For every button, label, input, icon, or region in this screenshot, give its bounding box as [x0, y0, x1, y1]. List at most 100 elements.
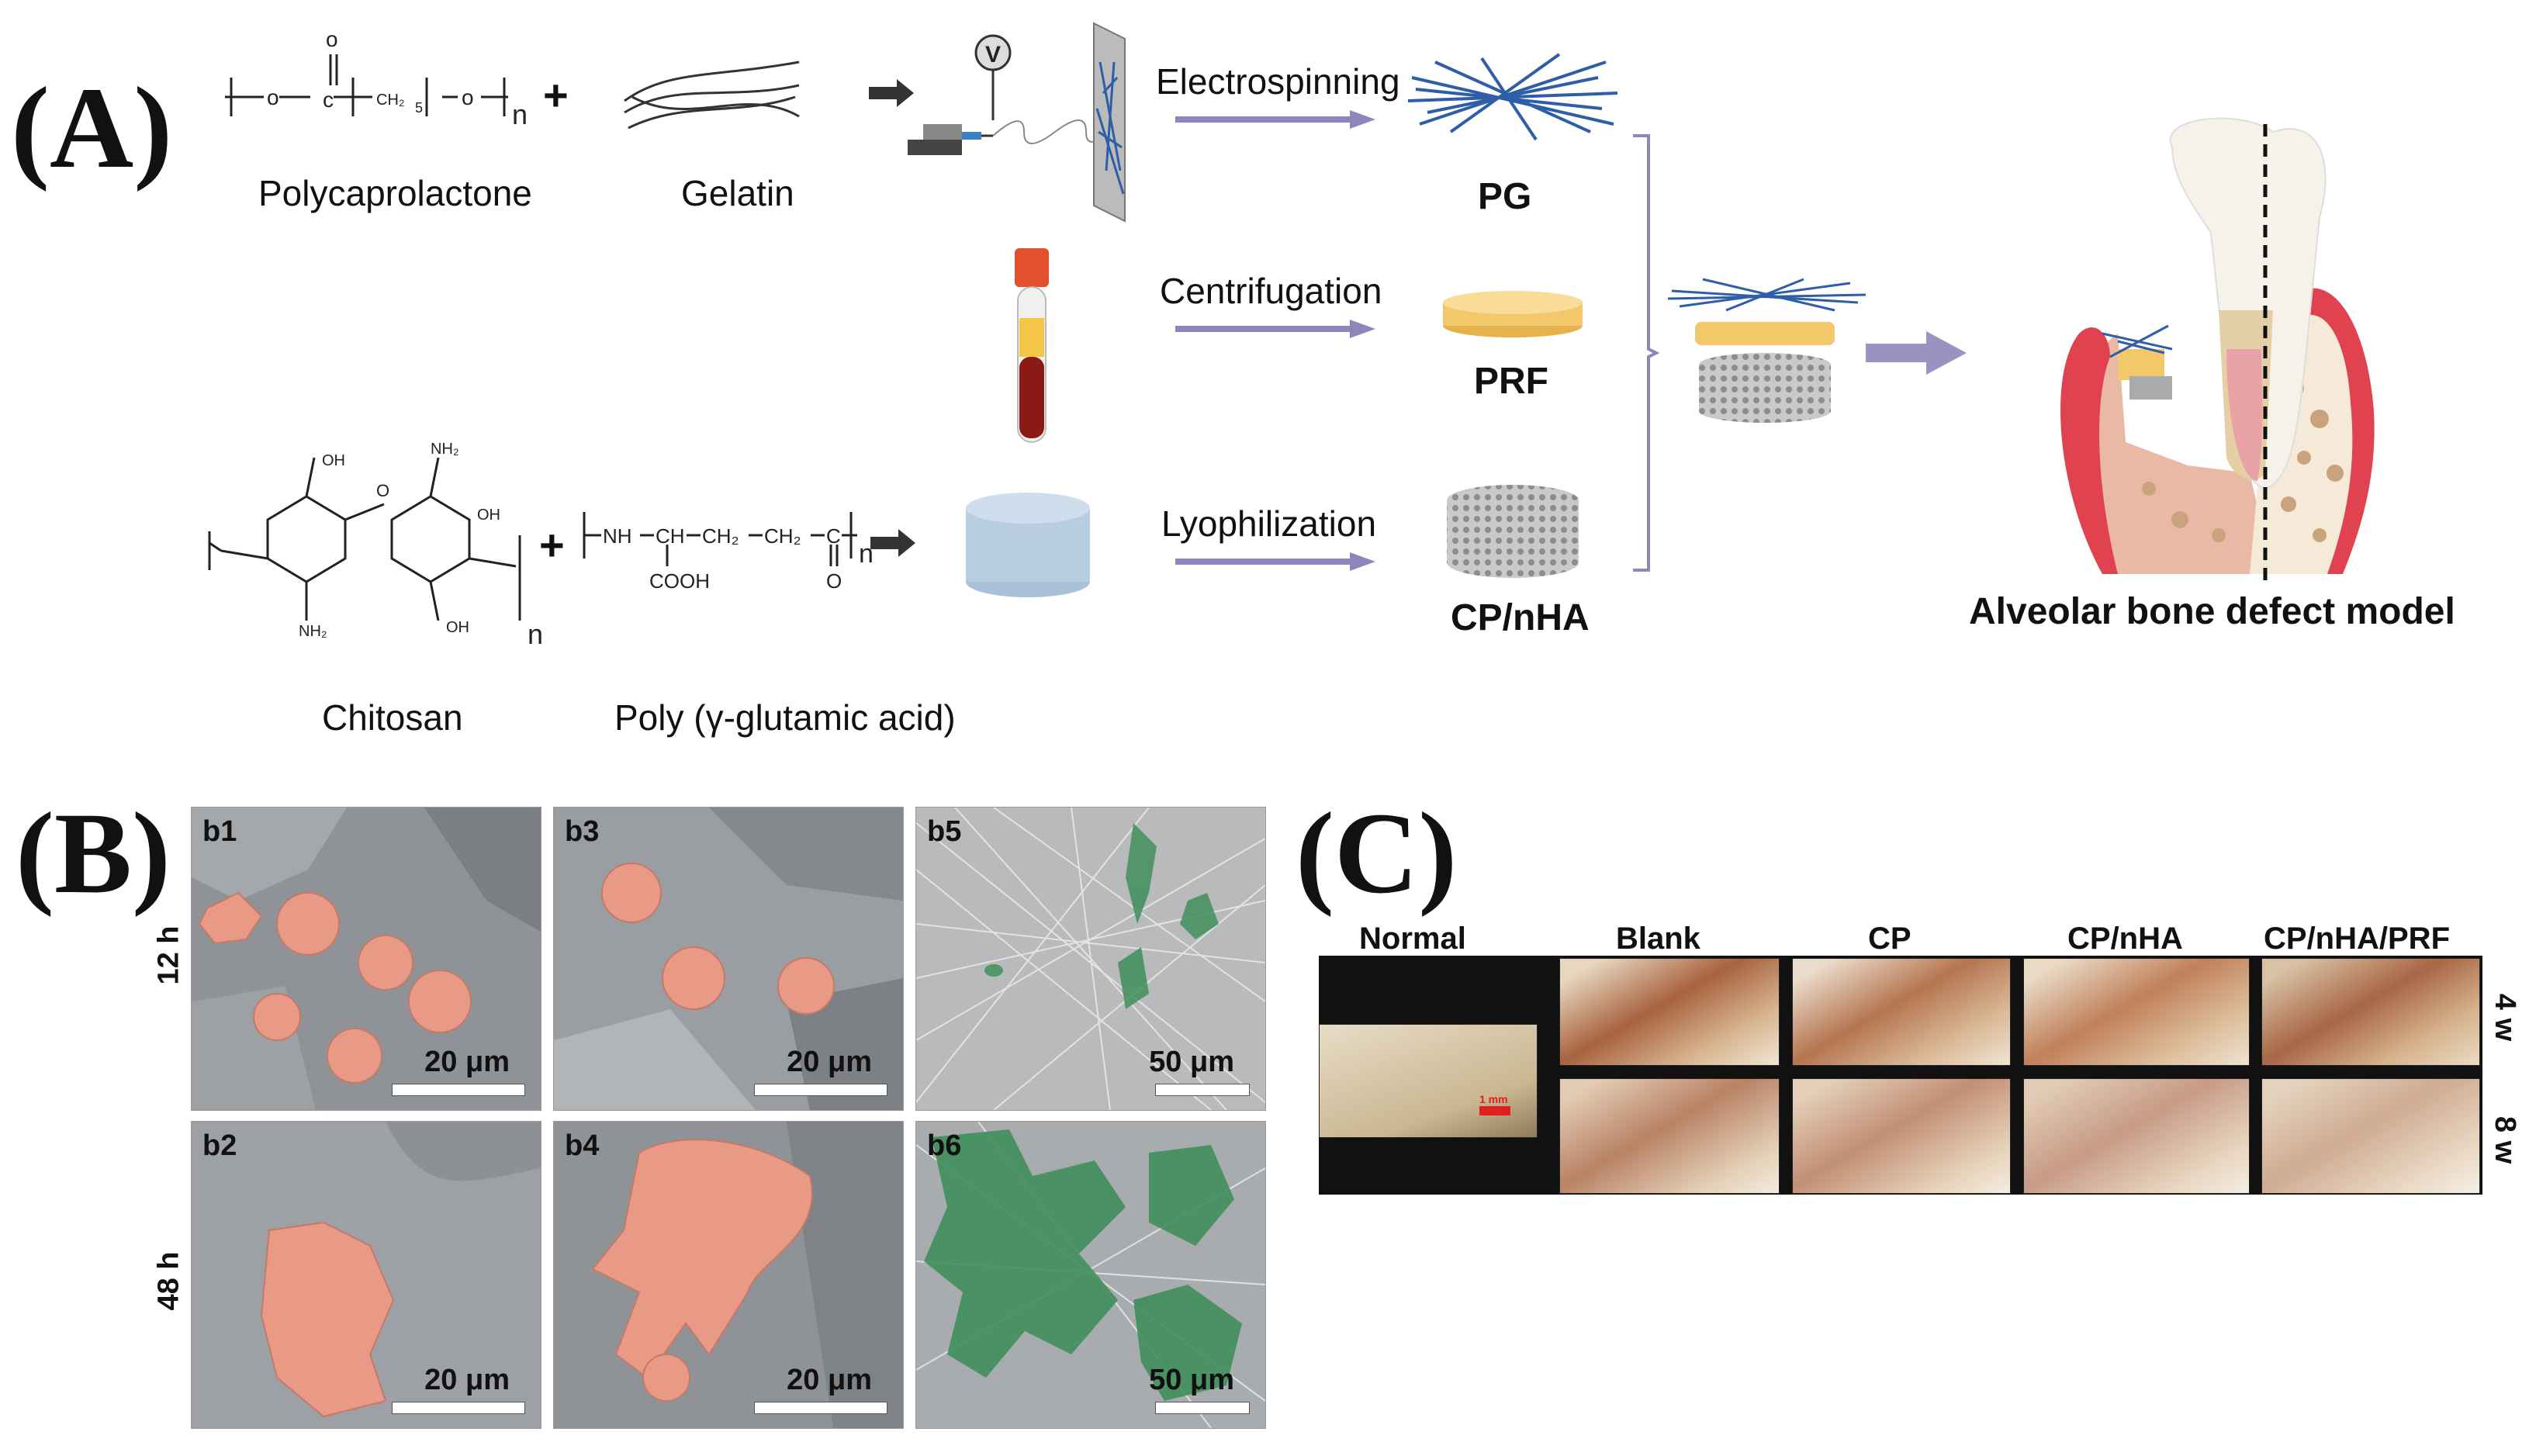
svg-text:OH: OH [477, 507, 500, 524]
svg-text:c: c [323, 88, 334, 112]
sem-image-b2: b2 20 μm [191, 1121, 541, 1429]
pgga-ch: CH [656, 524, 685, 548]
composite-scaffold-icon [1667, 278, 1866, 423]
pgga-ch2-b: CH₂ [764, 524, 801, 548]
scale-bar-b5 [1155, 1084, 1250, 1096]
svg-text:OH: OH [446, 619, 469, 636]
blood-tube-icon [1015, 248, 1049, 443]
process-arrow-1 [1175, 110, 1375, 129]
sem-image-b4: b4 20 μm [553, 1121, 904, 1429]
panel-c-label: (C) [1296, 789, 1458, 918]
pgga-repeat-n: n [859, 539, 873, 569]
pgga-cooh: COOH [649, 569, 710, 593]
photo-cp-8w [1792, 1078, 2011, 1194]
plus-sign-2: + [539, 520, 565, 569]
alveolar-bone-tooth-illustration [2060, 117, 2375, 582]
photo-blank-8w [1559, 1078, 1780, 1194]
col-label-normal: Normal [1359, 922, 1466, 956]
electrospinning-setup-icon: V [908, 22, 1126, 223]
tile-id-b1: b1 [202, 815, 237, 848]
alveolar-model-label: Alveolar bone defect model [1969, 591, 2455, 632]
row-label-48h: 48 h [152, 1251, 185, 1311]
pg-fiber-mat-icon [1407, 53, 1618, 141]
pgga-nh: NH [603, 524, 632, 548]
tile-id-b4: b4 [565, 1129, 600, 1162]
scale-label-b4: 20 μm [787, 1364, 872, 1396]
gelatin-strands-icon [624, 61, 800, 130]
pcl-repeat-n: n [512, 99, 528, 130]
scale-bar-b4 [754, 1402, 887, 1414]
scale-bar-1mm [1479, 1106, 1510, 1115]
svg-text:O: O [376, 481, 389, 500]
lyophilization-label: Lyophilization [1161, 503, 1377, 544]
electrospinning-label: Electrospinning [1156, 61, 1400, 102]
cpnha-label: CP/nHA [1451, 597, 1590, 638]
arrow-icon-1 [869, 79, 914, 107]
plus-sign-1: + [543, 71, 569, 119]
scale-bar-b1 [392, 1084, 525, 1096]
week-label-8w: 8 w [2489, 1115, 2522, 1164]
prf-disc-icon [1443, 291, 1583, 337]
centrifugation-label: Centrifugation [1160, 271, 1382, 311]
photo-cpnha-prf-4w [2261, 958, 2480, 1066]
sem-image-b6: b6 50 μm [915, 1121, 1266, 1429]
svg-text:NH₂: NH₂ [299, 623, 327, 640]
scale-label-b2: 20 μm [424, 1364, 510, 1396]
gelatin-label: Gelatin [681, 173, 794, 213]
tile-id-b5: b5 [927, 815, 962, 848]
process-arrow-3 [1175, 552, 1375, 571]
process-arrow-2 [1175, 320, 1375, 338]
tile-id-b3: b3 [565, 815, 600, 848]
cpnha-porous-cylinder-icon [1447, 485, 1579, 578]
col-label-cpnha: CP/nHA [2067, 922, 2183, 956]
svg-text:OH: OH [322, 452, 345, 469]
scale-label-b5: 50 μm [1149, 1046, 1234, 1078]
pg-label: PG [1478, 176, 1532, 217]
photo-cpnha-prf-8w [2261, 1078, 2480, 1194]
col-label-blank: Blank [1616, 922, 1700, 956]
photo-cp-4w [1792, 958, 2011, 1066]
sem-image-b5: b5 50 μm [915, 807, 1266, 1111]
sem-image-b1: b1 20 μm [191, 807, 541, 1111]
photo-normal: 1 mm [1319, 1024, 1538, 1138]
pgga-structure: NH CH CH₂ CH₂ C COOH O n [583, 512, 873, 593]
prf-label: PRF [1474, 361, 1548, 402]
polycaprolactone-label: Polycaprolactone [258, 173, 532, 213]
col-label-cp: CP [1868, 922, 1911, 956]
scale-label-1mm: 1 mm [1479, 1093, 1508, 1105]
panel-a-label: (A) [11, 64, 173, 192]
panel-b-label: (B) [16, 789, 171, 918]
scale-label-b3: 20 μm [787, 1046, 872, 1078]
svg-text:o: o [267, 85, 279, 109]
svg-text:CH₂: CH₂ [376, 92, 405, 109]
scale-bar-b2 [392, 1402, 525, 1414]
scaffold-cylinder-icon [966, 493, 1090, 597]
photo-cpnha-4w [2023, 958, 2250, 1066]
voltage-label: V [985, 42, 1001, 67]
pgga-ch2-a: CH₂ [702, 524, 739, 548]
pgga-label: Poly (γ-glutamic acid) [614, 697, 956, 738]
sem-image-b3: b3 20 μm [553, 807, 904, 1111]
arrow-icon-2 [870, 529, 915, 557]
implant-arrow-icon [1866, 331, 1967, 375]
scale-label-b6: 50 μm [1149, 1364, 1234, 1396]
col-label-cpnha-prf: CP/nHA/PRF [2264, 922, 2450, 956]
svg-text:o: o [462, 85, 474, 109]
svg-text:5: 5 [415, 100, 423, 116]
chitosan-repeat-n: n [528, 618, 543, 650]
pgga-c: C [826, 524, 841, 548]
pgga-o: O [826, 569, 842, 593]
scale-bar-b3 [754, 1084, 887, 1096]
tile-id-b2: b2 [202, 1129, 237, 1162]
photo-blank-4w [1559, 958, 1780, 1066]
chitosan-label: Chitosan [322, 697, 463, 738]
scale-label-b1: 20 μm [424, 1046, 510, 1078]
photo-cpnha-8w [2023, 1078, 2250, 1194]
svg-text:o: o [326, 27, 338, 51]
tile-id-b6: b6 [927, 1129, 962, 1162]
combination-bracket [1633, 134, 1660, 572]
week-label-4w: 4 w [2489, 993, 2522, 1042]
chitosan-structure: OH O NH₂ OH NH₂ OH n [208, 441, 543, 650]
polycaprolactone-structure: o o c CH₂ 5 o n [225, 27, 528, 130]
row-label-12h: 12 h [152, 925, 185, 985]
